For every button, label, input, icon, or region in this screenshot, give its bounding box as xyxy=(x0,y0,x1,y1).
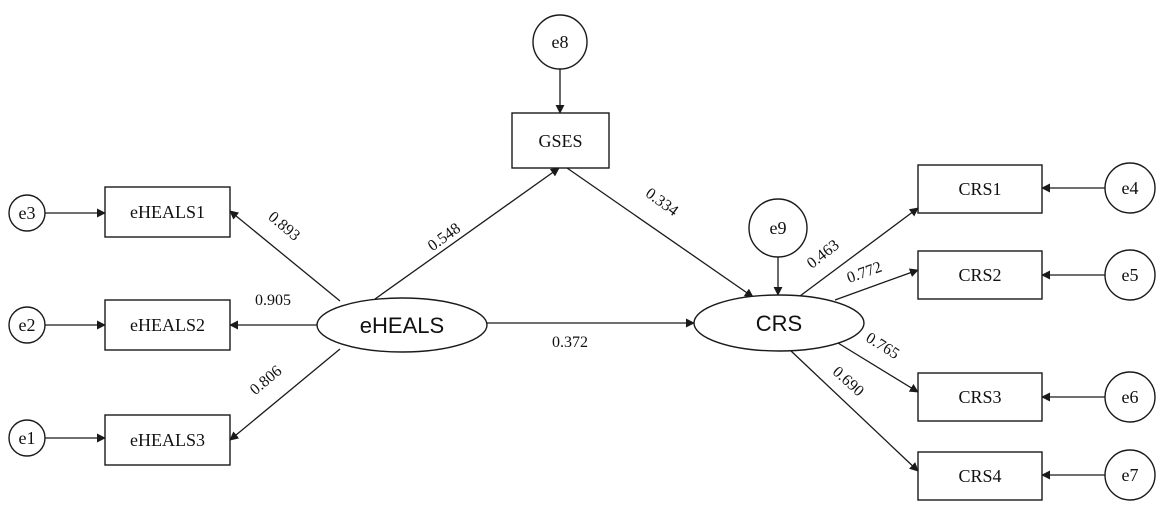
error-e5-label: e5 xyxy=(1122,265,1139,285)
error-e4-label: e4 xyxy=(1122,178,1139,198)
edge-eheals-eheals1 xyxy=(229,210,341,302)
error-e3-label: e3 xyxy=(19,203,36,223)
box-crs1-label: CRS1 xyxy=(958,179,1001,199)
error-e9-label: e9 xyxy=(770,218,787,238)
box-crs2-label: CRS2 xyxy=(958,265,1001,285)
error-e6-label: e6 xyxy=(1122,387,1139,407)
box-crs3: CRS3 xyxy=(917,372,1043,422)
error-e9: e9 xyxy=(748,198,808,258)
coef-eheals-eheals1: 0.893 xyxy=(265,208,304,244)
latent-crs: CRS xyxy=(693,294,865,352)
box-crs4-label: CRS4 xyxy=(958,466,1001,486)
error-e2-label: e2 xyxy=(19,315,36,335)
box-gses: GSES xyxy=(511,112,610,169)
latent-crs-label: CRS xyxy=(756,311,802,336)
coef-crs-crs3: 0.765 xyxy=(863,329,903,362)
coef-crs-crs2: 0.772 xyxy=(845,259,885,287)
error-e4: e4 xyxy=(1104,162,1156,214)
box-crs1: CRS1 xyxy=(917,164,1043,214)
coef-eheals-crs: 0.372 xyxy=(552,334,588,351)
box-crs4: CRS4 xyxy=(917,451,1043,501)
edge-crs-crs2 xyxy=(834,268,919,301)
latent-eheals-label: eHEALS xyxy=(360,313,444,338)
box-gses-label: GSES xyxy=(538,131,582,151)
box-crs2: CRS2 xyxy=(917,250,1043,300)
box-eheals1-label: eHEALS1 xyxy=(130,202,205,222)
box-eheals2: eHEALS2 xyxy=(104,299,231,351)
error-e7-label: e7 xyxy=(1122,465,1139,485)
edge-eheals-eheals3 xyxy=(229,348,341,441)
coef-crs-crs4: 0.690 xyxy=(829,363,867,400)
latent-eheals: eHEALS xyxy=(316,297,488,353)
error-e5: e5 xyxy=(1104,249,1156,301)
error-e8: e8 xyxy=(532,14,588,70)
error-e6: e6 xyxy=(1104,371,1156,423)
edge-gses-crs xyxy=(566,167,754,298)
error-e1-label: e1 xyxy=(19,428,36,448)
box-eheals2-label: eHEALS2 xyxy=(130,315,205,335)
edge-eheals-gses xyxy=(374,167,560,300)
error-e7: e7 xyxy=(1104,449,1156,501)
box-eheals1: eHEALS1 xyxy=(104,186,231,238)
error-e3: e3 xyxy=(8,194,46,232)
coef-gses-crs: 0.334 xyxy=(642,185,681,220)
error-e8-label: e8 xyxy=(552,32,569,52)
box-eheals3: eHEALS3 xyxy=(104,414,231,466)
coef-crs-crs1: 0.463 xyxy=(804,237,843,273)
box-crs3-label: CRS3 xyxy=(958,387,1001,407)
error-e2: e2 xyxy=(8,306,46,344)
coef-eheals-eheals2: 0.905 xyxy=(255,292,291,309)
edge-crs-crs3 xyxy=(837,342,919,393)
box-eheals3-label: eHEALS3 xyxy=(130,430,205,450)
coef-eheals-eheals3: 0.806 xyxy=(247,362,286,398)
error-e1: e1 xyxy=(8,419,46,457)
edge-crs-crs1 xyxy=(799,207,919,297)
edge-crs-crs4 xyxy=(789,349,919,472)
